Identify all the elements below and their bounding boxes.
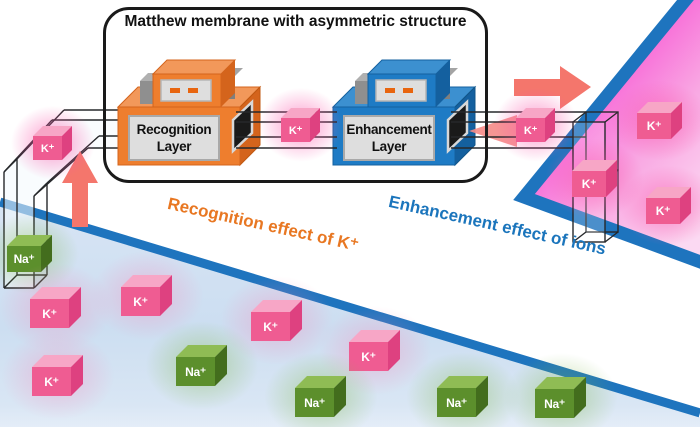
membrane-frame — [103, 7, 488, 183]
recognition-layer-line2: Layer — [156, 139, 192, 154]
enhancement-layer-line1: Enhancement — [346, 122, 432, 137]
machine-port-window — [446, 99, 469, 154]
machine-slot-icon — [385, 88, 395, 93]
solution-region — [0, 206, 700, 427]
machine-slot-icon — [188, 88, 198, 93]
recognition-layer-label: Recognition Layer — [128, 115, 220, 161]
enhancement-layer-line2: Layer — [371, 139, 407, 154]
machine-face-panel — [160, 79, 212, 102]
right-arrow-icon — [514, 66, 591, 109]
enhancement-layer-label: Enhancement Layer — [343, 115, 435, 161]
recognition-layer-line1: Recognition — [136, 122, 212, 137]
enriched-region — [526, 0, 700, 261]
machine-port-window — [231, 99, 254, 154]
machine-slot-icon — [403, 88, 413, 93]
machine-face-panel — [375, 79, 427, 102]
machine-slot-icon — [170, 88, 180, 93]
diagram-title: Matthew membrane with asymmetric structu… — [124, 13, 467, 30]
